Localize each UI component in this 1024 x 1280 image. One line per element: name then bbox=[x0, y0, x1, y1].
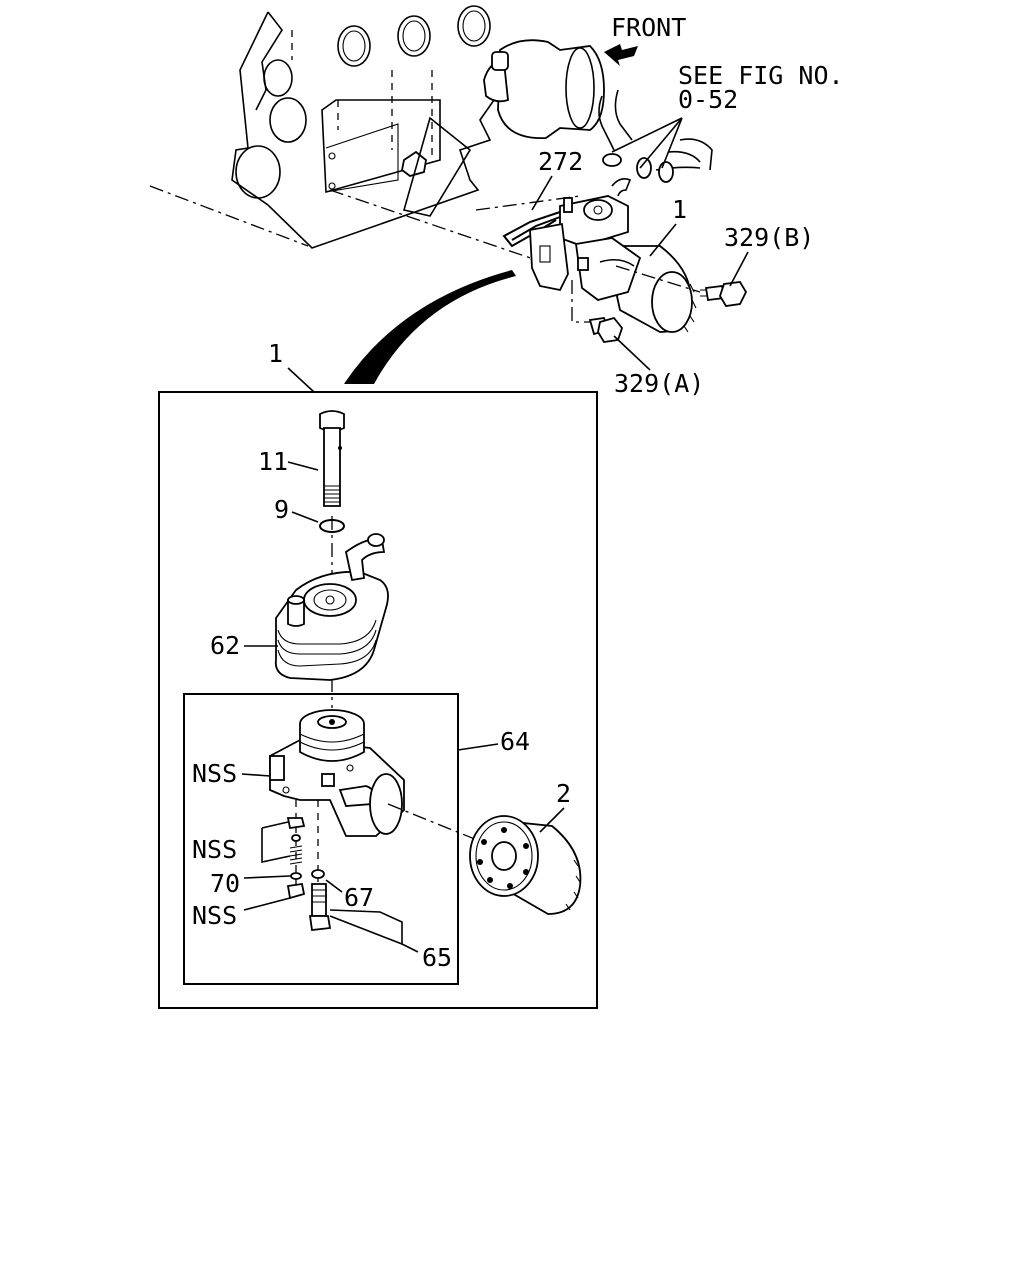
callout-272: 272 bbox=[538, 147, 583, 176]
callout-329a: 329(A) bbox=[614, 369, 704, 398]
callout-nss-1: NSS bbox=[192, 759, 237, 788]
oring-9-icon bbox=[319, 519, 345, 533]
see-fig-note: SEE FIG NO. 0-52 bbox=[611, 61, 844, 169]
callout-70: 70 bbox=[210, 869, 240, 898]
callout-62: 62 bbox=[210, 631, 240, 660]
see-fig-line2: 0-52 bbox=[678, 85, 738, 114]
callout-11: 11 bbox=[258, 447, 288, 476]
plug-65-icon bbox=[308, 869, 332, 931]
relief-valve-parts-icon bbox=[286, 817, 306, 900]
callout-65: 65 bbox=[422, 943, 452, 972]
callout-nss-3: NSS bbox=[192, 901, 237, 930]
front-arrow-icon bbox=[604, 44, 638, 66]
engine-block bbox=[149, 5, 713, 269]
callout-1-top: 1 bbox=[672, 195, 687, 224]
bolt-329a-icon bbox=[588, 316, 624, 343]
bolt-11-icon bbox=[319, 410, 345, 507]
detail-box-outer bbox=[158, 391, 598, 1009]
callout-1-box: 1 bbox=[268, 339, 283, 368]
front-indicator: FRONT bbox=[604, 13, 686, 66]
bolt-329b-icon bbox=[700, 281, 748, 307]
callout-nss-2: NSS bbox=[192, 835, 237, 864]
callout-329b: 329(B) bbox=[724, 223, 814, 252]
oil-filter-housing-icon bbox=[269, 709, 405, 837]
oil-cooler-62-icon bbox=[274, 533, 389, 681]
callout-67: 67 bbox=[344, 883, 374, 912]
front-label: FRONT bbox=[611, 13, 686, 42]
callout-2: 2 bbox=[556, 779, 571, 808]
assembled-oil-cooler bbox=[502, 178, 748, 343]
callout-9: 9 bbox=[274, 495, 289, 524]
detail-box-inner bbox=[183, 693, 459, 985]
curved-pointer-arrow bbox=[344, 270, 516, 384]
oil-filter-2-icon bbox=[469, 815, 582, 915]
callout-64: 64 bbox=[500, 727, 530, 756]
see-fig-line1: SEE FIG NO. bbox=[678, 61, 844, 90]
